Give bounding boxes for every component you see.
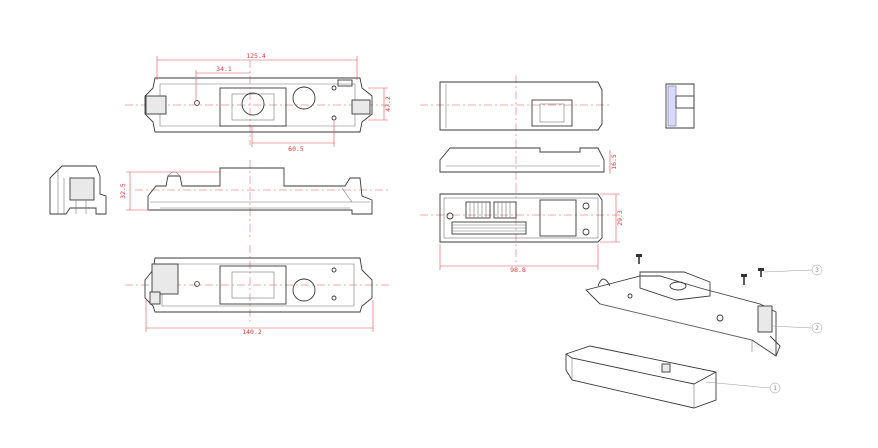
end-view-left	[49, 165, 107, 215]
housing-part	[585, 271, 781, 357]
screw-a	[636, 254, 642, 264]
dim-bottom-length: 140.2	[242, 328, 262, 336]
cover-bottom-view: 29.3 98.8	[420, 185, 624, 274]
grille	[451, 201, 527, 235]
dim-top-inner: 60.5	[288, 145, 304, 153]
dim-top-length: 125.4	[246, 52, 266, 60]
screw-b	[741, 274, 747, 285]
balloon-2-label: 2	[815, 325, 819, 332]
dim-cover-height: 16.5	[610, 154, 618, 170]
dim-top-offset: 34.1	[216, 65, 232, 73]
dim-cover-length: 98.8	[510, 266, 526, 274]
balloon-3-label: 3	[815, 267, 819, 274]
cover-side-view: 16.5	[439, 140, 618, 185]
balloon-1-label: 1	[773, 385, 777, 392]
top-view: 125.4 34.1 47.2 60.5	[125, 52, 392, 153]
side-view: 32.5	[119, 160, 390, 238]
balloon-3	[811, 264, 823, 276]
cover-top-view	[420, 75, 610, 140]
dim-cover-depth: 29.3	[616, 210, 624, 226]
balloon-1	[769, 382, 781, 394]
cover-end-view	[665, 83, 695, 129]
bottom-view: 140.2	[125, 245, 392, 336]
dim-top-height: 47.2	[384, 96, 392, 112]
dim-side-height: 32.5	[119, 183, 127, 199]
cover-part	[565, 345, 717, 409]
screw-c	[758, 268, 764, 277]
balloon-2	[811, 322, 823, 334]
exploded-view: 3 2 1	[565, 254, 823, 409]
